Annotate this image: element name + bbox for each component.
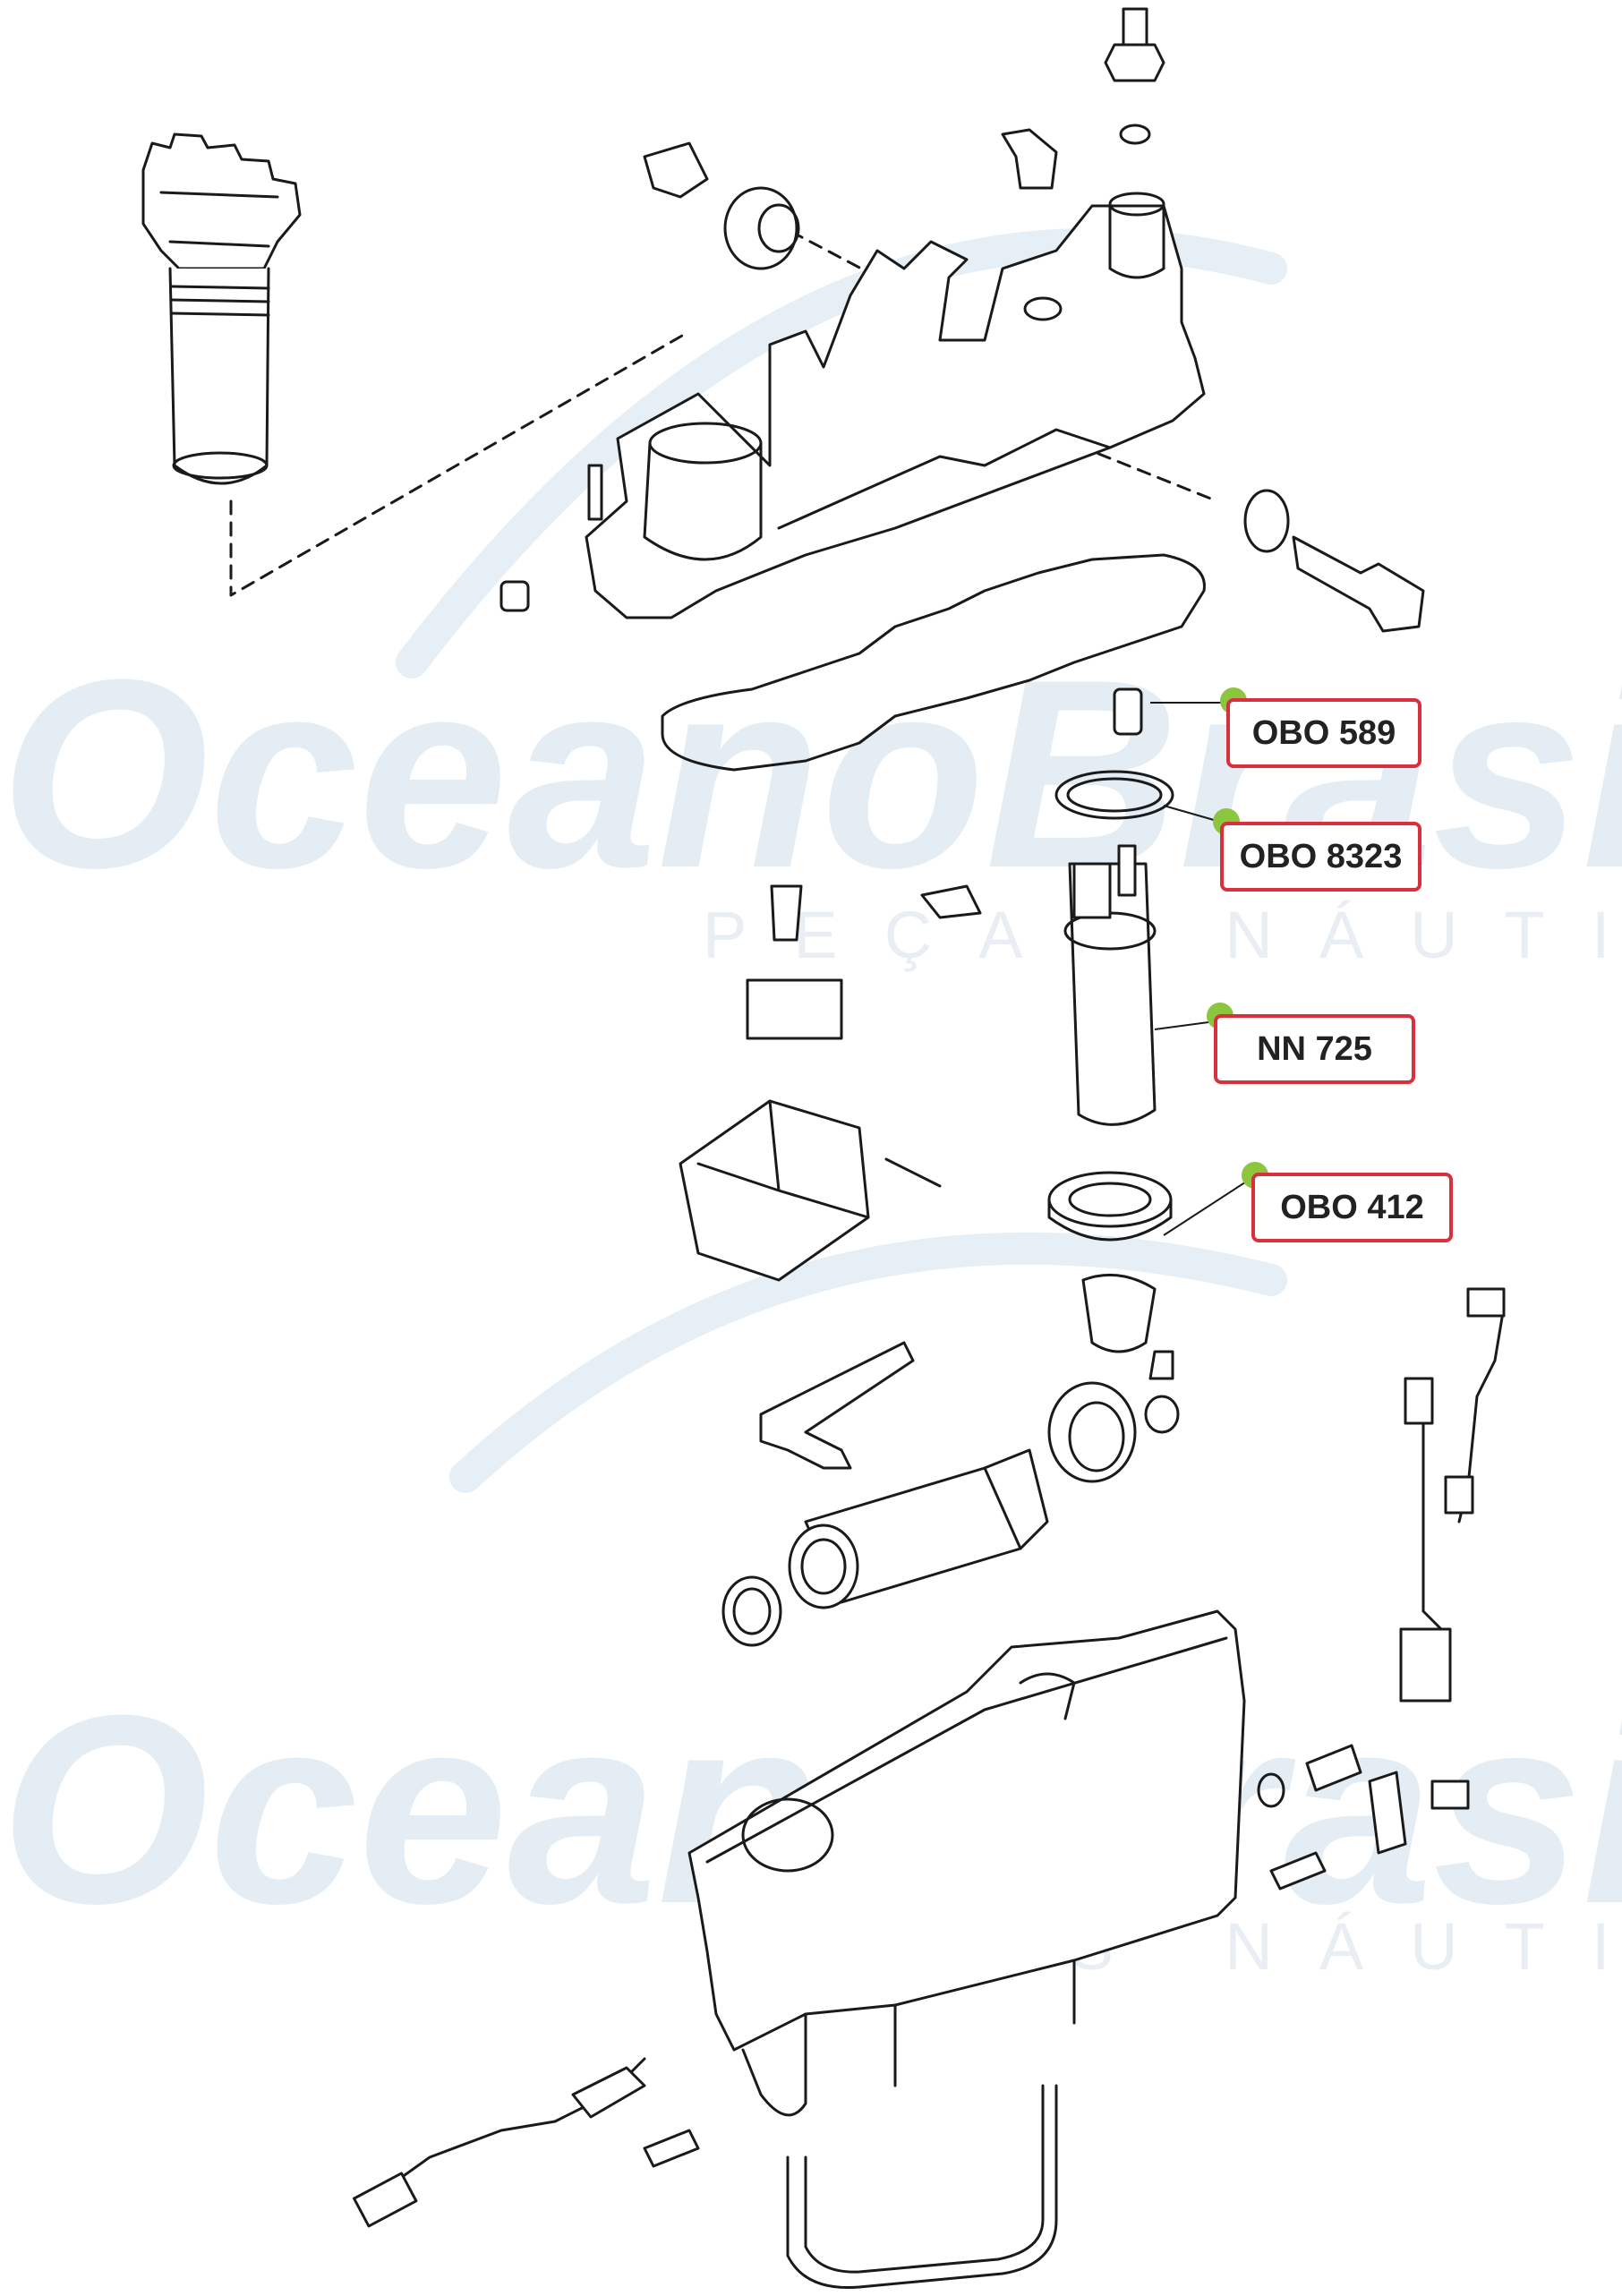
sensor-bracket [746, 978, 843, 1040]
mounting-bolt [1292, 535, 1425, 633]
cover-gasket [661, 553, 1206, 772]
drain-plug [1269, 1851, 1327, 1891]
fitting [1305, 1744, 1362, 1792]
bracket [759, 1341, 915, 1470]
spacer [499, 580, 530, 612]
o-ring-top [1119, 124, 1151, 145]
plug-bottom [643, 2129, 700, 2168]
fuel-hose [786, 2084, 1058, 2290]
wiring-harness-right [1399, 1287, 1506, 1703]
part-obo8323 [1054, 770, 1174, 820]
valve-fitting [770, 884, 803, 942]
lower-seal [1047, 1381, 1137, 1483]
temperature-sensor [571, 2066, 646, 2119]
retainer-clip [1368, 1771, 1407, 1855]
fuel-filter-element [141, 132, 302, 485]
small-o-ring [1257, 1772, 1285, 1808]
part-obo589 [1113, 687, 1143, 736]
leader-obo412 [1163, 1176, 1254, 1236]
part-obo412 [1047, 1171, 1173, 1242]
pump-seal [721, 1575, 782, 1647]
elbow-fitting [1001, 128, 1058, 190]
watermark-tagline-top: PEÇAS NÁUTICAS [703, 898, 1622, 972]
pump-holder [1081, 1273, 1157, 1353]
callout-nn725[interactable]: NN 725 [1214, 1014, 1415, 1084]
callout-obo589[interactable]: OBO 589 [1226, 698, 1421, 768]
washer [1243, 489, 1290, 553]
bolt-small [1430, 1780, 1470, 1810]
callout-obo8323[interactable]: OBO 8323 [1220, 822, 1421, 892]
hose-fitting-top [1122, 7, 1148, 47]
grommet [723, 186, 798, 270]
fuel-vapor-separator-housing [687, 1609, 1246, 2117]
part-nn725 [1063, 844, 1157, 1126]
secondary-fuel-pump [788, 1448, 1049, 1609]
control-module [679, 1099, 870, 1282]
screw [587, 464, 603, 521]
callout-obo412[interactable]: OBO 412 [1251, 1173, 1453, 1242]
plug [643, 141, 709, 199]
fuel-cover-housing [585, 192, 1206, 619]
cable-connector [353, 2172, 418, 2228]
